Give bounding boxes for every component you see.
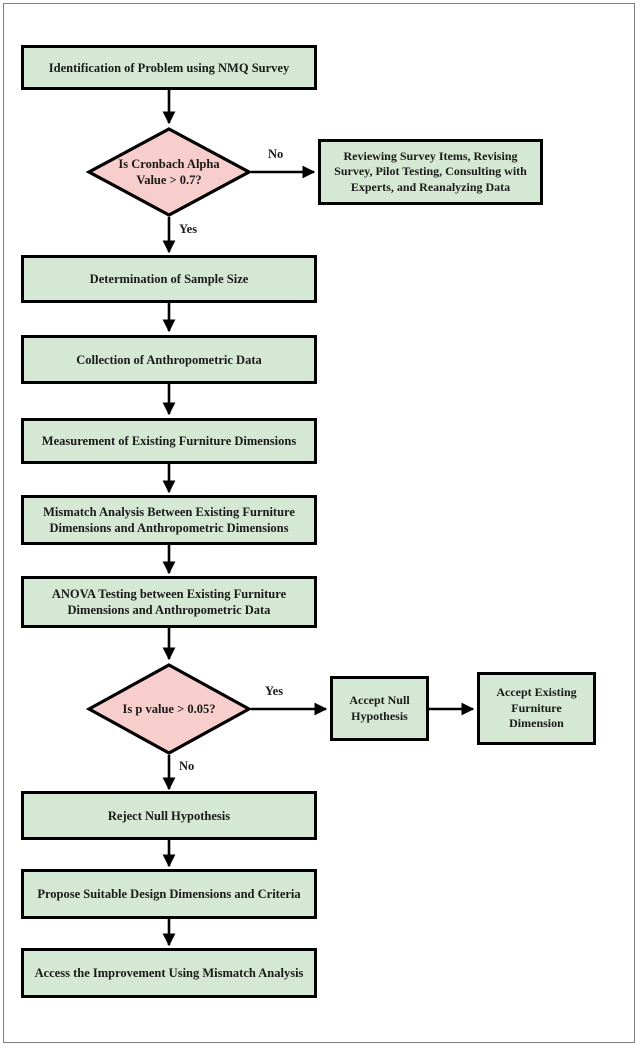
- node-propose-design-dimensions[interactable]: Propose Suitable Design Dimensions and C…: [21, 869, 317, 919]
- node-cronbach-alpha-decision[interactable]: Is Cronbach Alpha Value > 0.7?: [86, 126, 252, 218]
- node-label-group: Reviewing Survey Items, Revising Survey,…: [334, 149, 527, 195]
- node-label: Determination of Sample Size: [89, 272, 249, 286]
- node-label: Propose Suitable Design Dimensions and C…: [37, 887, 301, 901]
- diamond-shape: [86, 663, 252, 755]
- edge-label-cronbach-no: No: [268, 147, 284, 161]
- node-label-line2: Survey, Pilot Testing, Consulting with: [334, 164, 527, 179]
- node-label-line2: Hypothesis: [351, 708, 408, 723]
- node-label-line3: Experts, and Reanalyzing Data: [350, 179, 511, 194]
- edge-label-pvalue-yes: Yes: [265, 684, 284, 698]
- node-determination-of-sample-size[interactable]: Determination of Sample Size: [21, 255, 317, 303]
- node-label: Identification of Problem using NMQ Surv…: [48, 60, 290, 75]
- node-label-group: Accept Null Hypothesis: [349, 693, 409, 724]
- node-label-line3: Dimension: [509, 716, 564, 731]
- node-label-line1: Accept Null: [349, 693, 410, 708]
- node-accept-existing-furniture-dimension[interactable]: Accept Existing Furniture Dimension: [477, 672, 596, 745]
- edge-label-cronbach-yes: Yes: [179, 222, 198, 236]
- node-label-group: Mismatch Analysis Between Existing Furni…: [43, 504, 295, 536]
- node-label-line1: ANOVA Testing between Existing Furniture: [51, 587, 287, 601]
- edge-label-pvalue-no: No: [179, 759, 195, 773]
- node-label: Collection of Anthropometric Data: [76, 352, 262, 367]
- node-label-line2: Dimensions and Anthropometric Dimensions: [49, 521, 289, 535]
- node-label-line1: Reviewing Survey Items, Revising: [343, 148, 518, 163]
- node-label-line2: Dimensions and Anthropometric Data: [67, 603, 271, 617]
- node-reviewing-survey-items[interactable]: Reviewing Survey Items, Revising Survey,…: [318, 139, 543, 205]
- node-label-line1: Mismatch Analysis Between Existing Furni…: [43, 505, 295, 519]
- node-anova-testing[interactable]: ANOVA Testing between Existing Furniture…: [21, 576, 317, 628]
- node-mismatch-analysis[interactable]: Mismatch Analysis Between Existing Furni…: [21, 495, 317, 545]
- node-p-value-decision[interactable]: Is p value > 0.05?: [86, 662, 252, 756]
- node-label-group: ANOVA Testing between Existing Furniture…: [52, 586, 286, 618]
- node-reject-null-hypothesis[interactable]: Reject Null Hypothesis: [21, 791, 317, 840]
- node-label-group: Accept Existing Furniture Dimension: [496, 685, 576, 731]
- node-label: Measurement of Existing Furniture Dimens…: [41, 434, 297, 448]
- diamond-shape: [86, 127, 252, 217]
- node-access-improvement[interactable]: Access the Improvement Using Mismatch An…: [21, 948, 317, 998]
- node-label: Reject Null Hypothesis: [107, 808, 231, 823]
- node-collection-of-anthropometric-data[interactable]: Collection of Anthropometric Data: [21, 335, 317, 384]
- node-label-line1: Accept Existing: [496, 685, 577, 700]
- node-measurement-of-existing-furniture-dimensions[interactable]: Measurement of Existing Furniture Dimens…: [21, 418, 317, 464]
- node-label: Access the Improvement Using Mismatch An…: [34, 966, 304, 980]
- node-label-line2: Furniture: [511, 700, 562, 715]
- node-accept-null-hypothesis[interactable]: Accept Null Hypothesis: [330, 676, 429, 741]
- node-identification-of-problem[interactable]: Identification of Problem using NMQ Surv…: [21, 45, 317, 90]
